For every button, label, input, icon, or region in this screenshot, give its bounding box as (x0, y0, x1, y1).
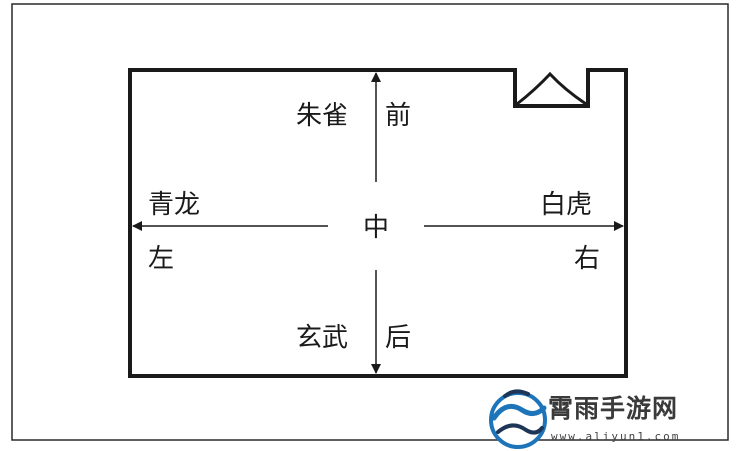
front-label: 前 (385, 101, 412, 131)
center-label: 中 (363, 213, 390, 243)
watermark-url: www.aliyun1.com (551, 430, 681, 443)
watermark-title: 霄雨手游网 (548, 394, 679, 423)
right-label: 右 (574, 244, 601, 274)
back-name-label: 玄武 (296, 323, 349, 353)
watermark-logo-icon (489, 389, 547, 449)
front-name-label: 朱雀 (296, 101, 349, 131)
outer-frame (11, 3, 729, 441)
left-name-label: 青龙 (148, 190, 201, 220)
left-label: 左 (148, 244, 175, 274)
back-label: 后 (385, 323, 412, 353)
right-name-label: 白虎 (540, 190, 593, 220)
door-swing (516, 71, 587, 106)
room-outline (128, 68, 628, 378)
